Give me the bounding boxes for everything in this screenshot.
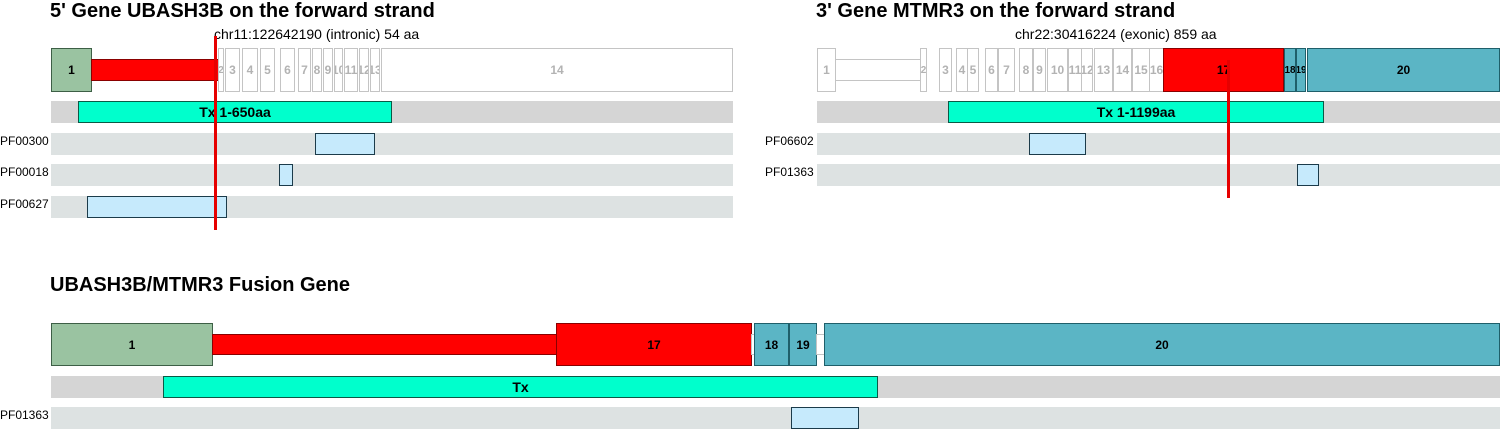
- three-prime-exon-12[interactable]: 12: [1081, 48, 1093, 92]
- fusion-retained-intron[interactable]: [212, 334, 557, 355]
- five-prime-exon-10[interactable]: 10: [334, 48, 343, 92]
- five-prime-exon-9[interactable]: 9: [323, 48, 333, 92]
- five-prime-exon-13[interactable]: 13: [370, 48, 380, 92]
- three-prime-domain-label-1: PF06602: [765, 134, 814, 148]
- three-prime-exon-10[interactable]: 10: [1047, 48, 1068, 92]
- fusion-exon-1[interactable]: 1: [51, 323, 213, 366]
- three-prime-exon-11[interactable]: 11: [1068, 48, 1082, 92]
- fusion-exon-17[interactable]: 17: [556, 323, 752, 366]
- five-prime-exon-8[interactable]: 8: [312, 48, 322, 92]
- five-prime-exon-11[interactable]: 11: [344, 48, 358, 92]
- fusion-transcript[interactable]: Tx: [163, 376, 878, 398]
- five-prime-gene-title: 5' Gene UBASH3B on the forward strand: [50, 0, 435, 22]
- fusion-exon-19[interactable]: 19: [789, 323, 817, 366]
- three-prime-domain-track-1: [817, 133, 1500, 155]
- five-prime-exon-3[interactable]: 3: [225, 48, 240, 92]
- five-prime-exon-12[interactable]: 12: [359, 48, 369, 92]
- three-prime-exon-2[interactable]: 2: [920, 48, 927, 92]
- five-prime-transcript[interactable]: Tx 1-650aa: [78, 101, 392, 123]
- three-prime-transcript[interactable]: Tx 1-1199aa: [948, 101, 1324, 123]
- three-prime-exon-8[interactable]: 8: [1019, 48, 1033, 92]
- five-prime-domain-track-2: [51, 164, 733, 186]
- five-prime-exon-5[interactable]: 5: [260, 48, 275, 92]
- three-prime-exon-6[interactable]: 6: [985, 48, 998, 92]
- five-prime-exon-14[interactable]: 14: [381, 48, 733, 92]
- five-prime-exon-6[interactable]: 6: [280, 48, 295, 92]
- three-prime-gene-title: 3' Gene MTMR3 on the forward strand: [816, 0, 1176, 22]
- five-prime-domain-label-2: PF00018: [0, 165, 49, 179]
- three-prime-exon-5[interactable]: 5: [967, 48, 979, 92]
- three-prime-exon-15[interactable]: 15: [1132, 48, 1150, 92]
- five-prime-domain-2[interactable]: [279, 164, 293, 186]
- five-prime-domain-3[interactable]: [87, 196, 227, 218]
- five-prime-exon-4[interactable]: 4: [242, 48, 258, 92]
- fusion-domain-label-1: PF01363: [0, 408, 49, 422]
- three-prime-utr: [835, 59, 921, 81]
- three-prime-exon-20[interactable]: 20: [1307, 48, 1500, 92]
- three-prime-exon-13[interactable]: 13: [1094, 48, 1113, 92]
- fusion-gene-title: UBASH3B/MTMR3 Fusion Gene: [50, 274, 351, 296]
- five-prime-exon-1[interactable]: 1: [51, 48, 92, 92]
- three-prime-exon-14[interactable]: 14: [1113, 48, 1132, 92]
- three-prime-domain-label-2: PF01363: [765, 165, 814, 179]
- three-prime-breakpoint-line: [1227, 60, 1230, 198]
- three-prime-exon-18[interactable]: 18: [1284, 48, 1296, 92]
- five-prime-exon-2[interactable]: 2: [218, 48, 224, 92]
- three-prime-exon-3[interactable]: 3: [939, 48, 952, 92]
- five-prime-breakpoint-locus: chr11:122642190 (intronic) 54 aa: [214, 26, 420, 42]
- five-prime-retained-intron[interactable]: [91, 59, 220, 81]
- three-prime-exon-7[interactable]: 7: [998, 48, 1015, 92]
- three-prime-exon-16[interactable]: 16: [1149, 48, 1164, 92]
- five-prime-domain-1[interactable]: [315, 133, 375, 155]
- five-prime-domain-track-1: [51, 133, 733, 155]
- five-prime-domain-label-3: PF00627: [0, 197, 49, 211]
- fusion-domain-1[interactable]: [791, 407, 859, 429]
- three-prime-domain-2[interactable]: [1297, 164, 1319, 186]
- three-prime-exon-1[interactable]: 1: [817, 48, 836, 92]
- three-prime-exon-19[interactable]: 19: [1296, 48, 1306, 92]
- fusion-domain-track-1: [51, 407, 1500, 429]
- three-prime-exon-9[interactable]: 9: [1033, 48, 1046, 92]
- five-prime-exon-7[interactable]: 7: [298, 48, 311, 92]
- three-prime-breakpoint-locus: chr22:30416224 (exonic) 859 aa: [1015, 26, 1217, 42]
- five-prime-breakpoint-line: [214, 36, 217, 230]
- fusion-exon-20[interactable]: 20: [824, 323, 1500, 366]
- three-prime-domain-1[interactable]: [1029, 133, 1086, 155]
- three-prime-exon-17[interactable]: 17: [1163, 48, 1284, 92]
- fusion-exon-18[interactable]: 18: [754, 323, 789, 366]
- three-prime-domain-track-2: [817, 164, 1500, 186]
- five-prime-domain-label-1: PF00300: [0, 134, 49, 148]
